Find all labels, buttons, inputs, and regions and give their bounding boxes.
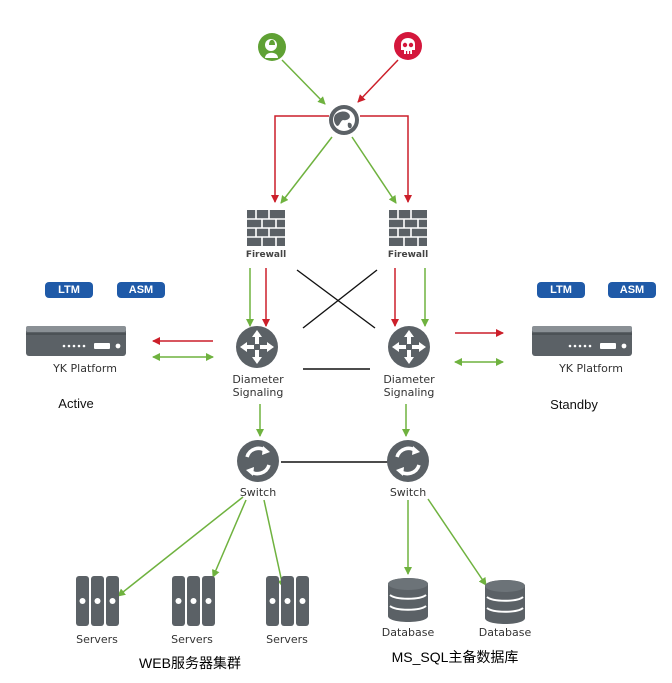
- asm-badge: ASM: [117, 282, 165, 298]
- server-label: Servers: [171, 633, 213, 646]
- standby-state-label: Standby: [550, 397, 598, 412]
- web-cluster-caption: WEB服务器集群: [139, 655, 241, 671]
- database-icon: [388, 578, 428, 622]
- router-icon: [388, 326, 430, 368]
- skull-icon: [394, 32, 422, 60]
- switch-label: Switch: [239, 486, 277, 499]
- db-cluster-caption: MS_SQL主备数据库: [391, 649, 519, 665]
- database-icon: [485, 580, 525, 624]
- platform-label: YK Platform: [559, 362, 623, 375]
- firewall-icon: [247, 210, 285, 246]
- firewall-label: Firewall: [387, 250, 429, 260]
- platform-label: YK Platform: [53, 362, 117, 375]
- server-icon: [266, 576, 309, 626]
- database-label: Database: [381, 626, 435, 639]
- firewall-icon: [389, 210, 427, 246]
- ltm-badge: LTM: [45, 282, 93, 298]
- appliance-icon: [532, 326, 632, 356]
- switch-icon: [387, 440, 429, 482]
- database-label: Database: [478, 626, 532, 639]
- firewall-label: Firewall: [245, 250, 287, 260]
- ltm-badge: LTM: [537, 282, 585, 298]
- globe-icon: [329, 105, 359, 135]
- user-icon: [258, 33, 286, 61]
- legit-traffic-lines: [117, 59, 504, 597]
- active-state-label: Active: [58, 396, 94, 411]
- server-label: Servers: [76, 633, 118, 646]
- appliance-icon: [26, 326, 126, 356]
- server-icon: [172, 576, 215, 626]
- physical-links: [281, 269, 389, 463]
- diameter-signaling-label: Diameter Signaling: [232, 373, 284, 399]
- switch-icon: [237, 440, 279, 482]
- server-label: Servers: [266, 633, 308, 646]
- server-icon: [76, 576, 119, 626]
- diameter-signaling-label: Diameter Signaling: [383, 373, 435, 399]
- switch-label: Switch: [389, 486, 427, 499]
- router-icon: [236, 326, 278, 368]
- asm-badge: ASM: [608, 282, 656, 298]
- attack-traffic-lines: [152, 59, 504, 345]
